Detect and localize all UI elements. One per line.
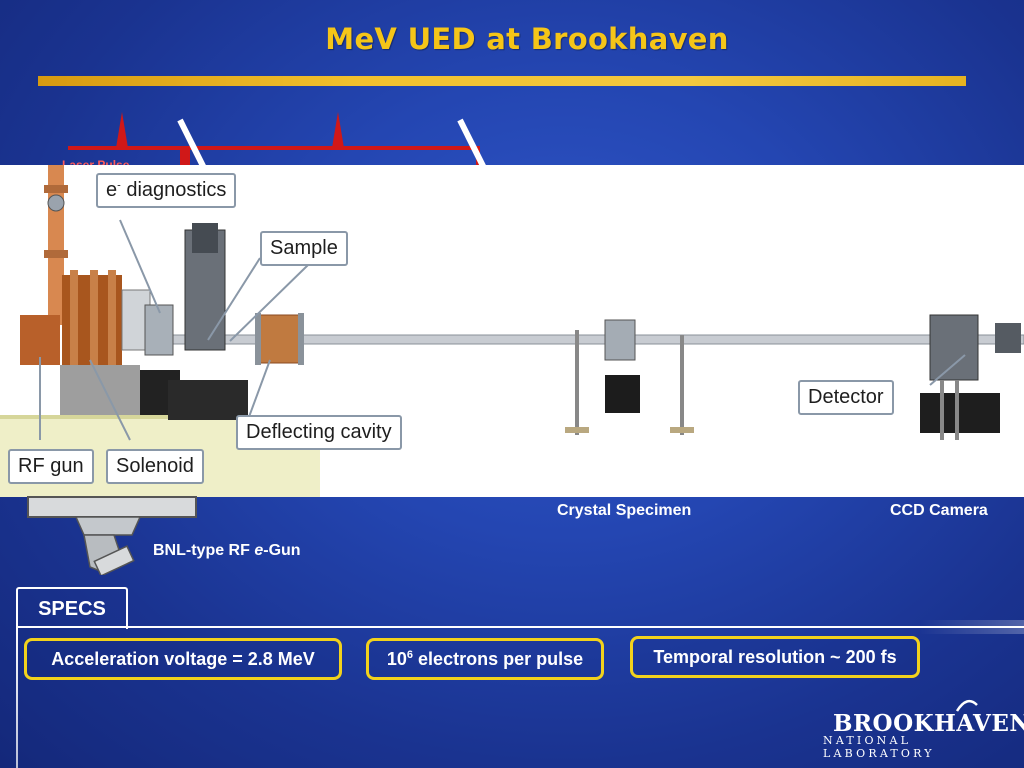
brookhaven-logo-subtitle: NATIONAL LABORATORY xyxy=(823,734,935,760)
specs-divider-glow xyxy=(920,620,1024,634)
beamline-photo: e- diagnostics Sample Detector Deflectin… xyxy=(0,165,1024,497)
specs-side-rule xyxy=(16,626,18,768)
rf-gun-caption-suffix: -Gun xyxy=(263,542,301,559)
spec-electrons-rest: electrons per pulse xyxy=(413,649,584,669)
laser-path-diagram xyxy=(68,112,487,170)
specs-tab: SPECS xyxy=(16,587,128,629)
rf-gun-caption-prefix: BNL-type RF xyxy=(153,542,255,559)
ccd-camera-caption: CCD Camera xyxy=(890,502,988,519)
spec-acceleration-voltage: Acceleration voltage = 2.8 MeV xyxy=(24,638,342,680)
spec-electrons-base: 10 xyxy=(386,649,407,669)
logo-arc-icon xyxy=(955,699,978,712)
specs-divider xyxy=(16,626,1024,628)
solenoid-callout: Solenoid xyxy=(106,449,204,484)
rf-gun-callout: RF gun xyxy=(8,449,94,484)
spec-electrons-per-pulse: 106 electrons per pulse xyxy=(366,638,604,680)
crystal-specimen-caption: Crystal Specimen xyxy=(557,502,692,519)
sample-callout: Sample xyxy=(260,231,348,266)
spec-electrons-exponent: 6 xyxy=(406,649,414,661)
slide-title: MeV UED at Brookhaven xyxy=(325,22,729,56)
e-diagnostics-suffix: diagnostics xyxy=(120,179,227,201)
title-underline xyxy=(38,76,966,86)
detector-callout: Detector xyxy=(798,380,894,415)
rf-gun-caption: BNL-type RF e-Gun xyxy=(153,542,301,560)
brookhaven-logo: BROOKHAVEN xyxy=(833,710,1024,737)
beamline-illustration xyxy=(0,165,1024,497)
e-diagnostics-callout: e- diagnostics xyxy=(96,173,237,208)
deflecting-cavity-callout: Deflecting cavity xyxy=(236,415,402,450)
e-diagnostics-sup: - xyxy=(117,179,121,192)
spec-temporal-resolution: Temporal resolution ~ 200 fs xyxy=(630,636,920,678)
e-diagnostics-prefix: e xyxy=(106,179,118,201)
rf-gun-drawing xyxy=(27,496,197,575)
rf-gun-caption-italic: e xyxy=(254,542,264,559)
